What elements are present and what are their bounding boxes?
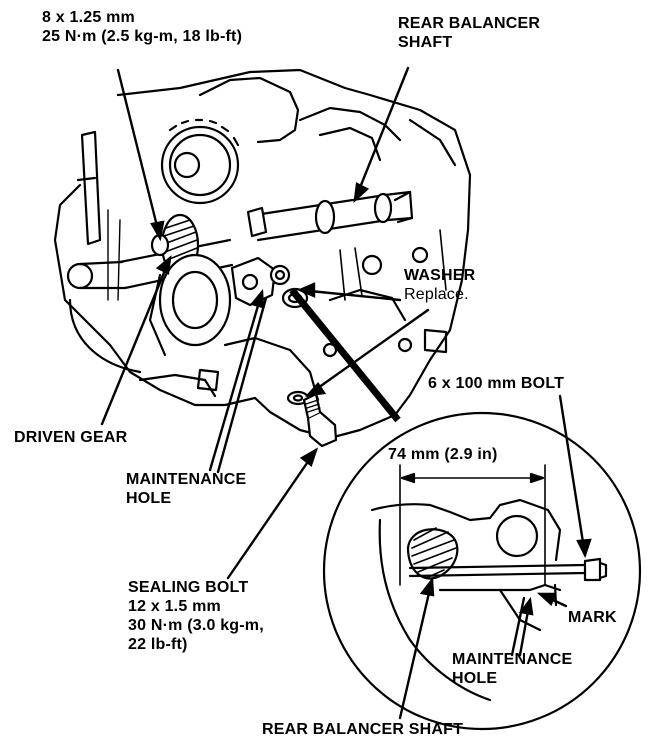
maintenance-hole-left-line2: HOLE	[126, 490, 172, 507]
washer-label: WASHER Replace.	[404, 266, 475, 304]
maintenance-hole-right-label: MAINTENANCE HOLE	[452, 650, 572, 688]
driven-gear-label: DRIVEN GEAR	[14, 429, 128, 446]
sealing-bolt-line3: 30 N·m (3.0 kg-m,	[128, 617, 264, 634]
rear-balancer-top-line2: SHAFT	[398, 34, 453, 51]
leader-lines	[100, 66, 592, 720]
sealing-bolt-line2: 12 x 1.5 mm	[128, 598, 221, 615]
maintenance-hole-left-label: MAINTENANCE HOLE	[126, 470, 246, 508]
maintenance-hole-right-line2: HOLE	[452, 670, 498, 687]
bolt-6x100-label: 6 x 100 mm BOLT	[428, 375, 565, 392]
mark-label: MARK	[568, 609, 617, 626]
washer-line2: Replace.	[404, 286, 469, 303]
sealing-bolt-label: SEALING BOLT 12 x 1.5 mm 30 N·m (3.0 kg-…	[128, 578, 264, 654]
detail-view-circle-icon	[322, 411, 642, 731]
top-spec-line1: 8 x 1.25 mm	[42, 9, 135, 26]
top-spec-line2: 25 N·m (2.5 kg-m, 18 lb-ft)	[42, 28, 243, 45]
sealing-bolt-line1: SEALING BOLT	[128, 579, 249, 596]
rear-balancer-top-line1: REAR BALANCER	[398, 15, 541, 32]
rear-balancer-shaft-top-label: REAR BALANCER SHAFT	[398, 14, 540, 52]
detail-pointer-line	[289, 287, 401, 423]
maintenance-hole-right-line1: MAINTENANCE	[452, 651, 573, 668]
washer-line1: WASHER	[404, 267, 476, 284]
top-spec-label: 8 x 1.25 mm 25 N·m (2.5 kg-m, 18 lb-ft)	[42, 8, 242, 46]
engine-block-illustration-icon	[53, 68, 472, 448]
dimension-label: 74 mm (2.9 in)	[388, 446, 498, 463]
maintenance-hole-left-line1: MAINTENANCE	[126, 471, 247, 488]
sealing-bolt-line4: 22 lb-ft)	[128, 636, 188, 653]
rear-balancer-shaft-bottom-label: REAR BALANCER SHAFT	[262, 721, 464, 738]
